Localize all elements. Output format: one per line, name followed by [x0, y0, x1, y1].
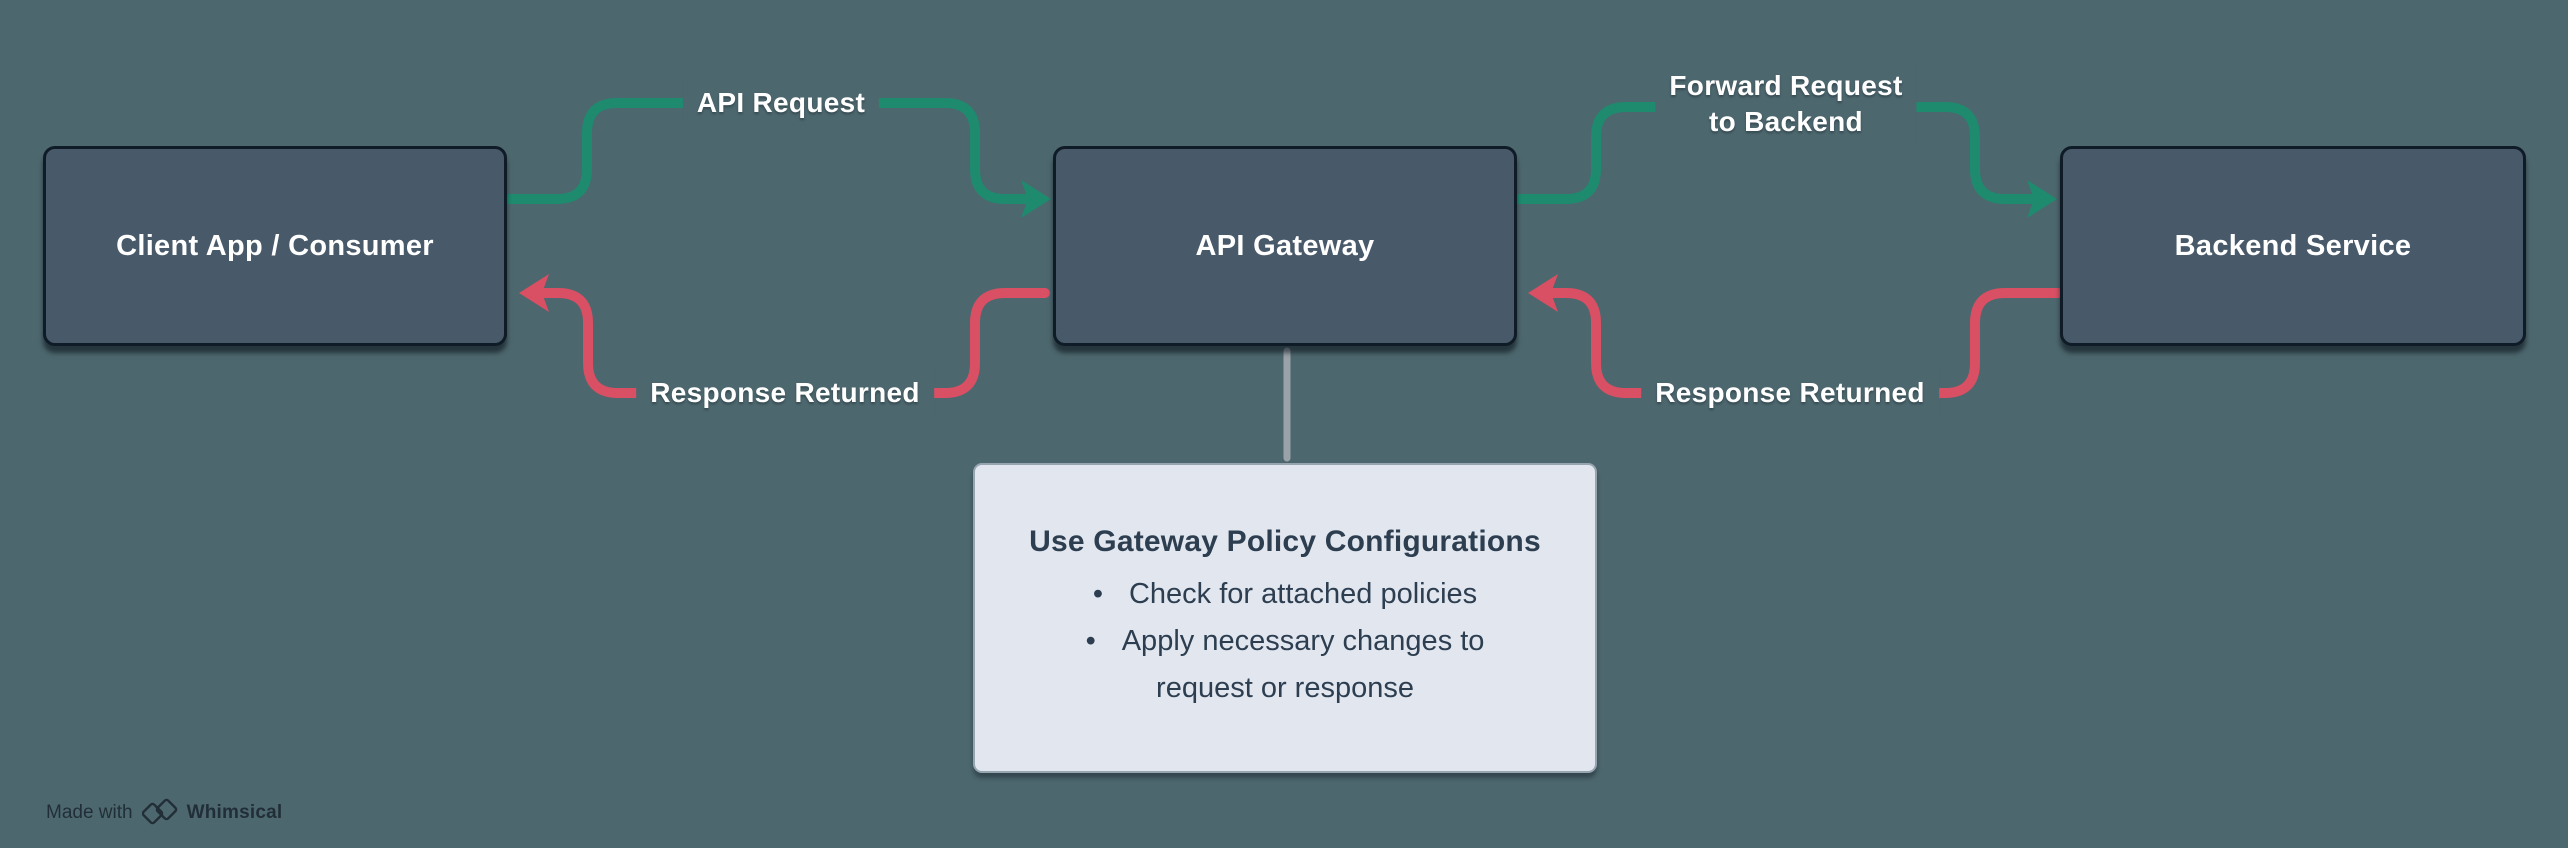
node-backend-service: Backend Service [2060, 146, 2526, 346]
edge-label-response-to-client: Response Returned [636, 370, 934, 416]
note-bullet-list: • Check for attached policies • Apply nece… [1050, 571, 1520, 712]
watermark-made-with-text: Made with [46, 802, 133, 823]
whimsical-logo-icon [141, 798, 177, 825]
note-bullet-text: Check for attached policies [1128, 578, 1478, 610]
edge-label-response-to-gateway: Response Returned [1641, 370, 1939, 416]
node-api-gateway-label: API Gateway [1195, 229, 1375, 262]
note-title: Use Gateway Policy Configurations [1029, 525, 1541, 558]
edge-response-to-gateway-arrowhead-icon [1528, 274, 1558, 312]
note-bullet-text: Apply necessary changes to request or re… [1121, 625, 1485, 704]
bullet-dot-icon: • [1092, 578, 1103, 610]
edge-response-to-client-arrowhead-icon [519, 274, 549, 312]
edge-label-api-request: API Request [682, 80, 880, 126]
edge-forward-request-arrowhead-icon [2027, 180, 2057, 218]
edge-api-request-arrowhead-icon [1021, 180, 1051, 218]
node-client-app-label: Client App / Consumer [116, 229, 434, 262]
node-client-app: Client App / Consumer [43, 146, 507, 346]
edge-label-forward-request: Forward Request to Backend [1655, 63, 1917, 145]
bullet-dot-icon: • [1085, 625, 1096, 657]
watermark-brand-link[interactable]: Whimsical [186, 802, 283, 823]
note-bullet: • Apply necessary changes to request or r… [1050, 618, 1520, 712]
watermark: Made with Whimsical [46, 796, 282, 830]
node-api-gateway: API Gateway [1053, 146, 1517, 346]
node-backend-service-label: Backend Service [2174, 229, 2412, 262]
note-box: Use Gateway Policy Configurations • Check… [973, 463, 1597, 773]
note-bullet: • Check for attached policies [1050, 571, 1520, 618]
